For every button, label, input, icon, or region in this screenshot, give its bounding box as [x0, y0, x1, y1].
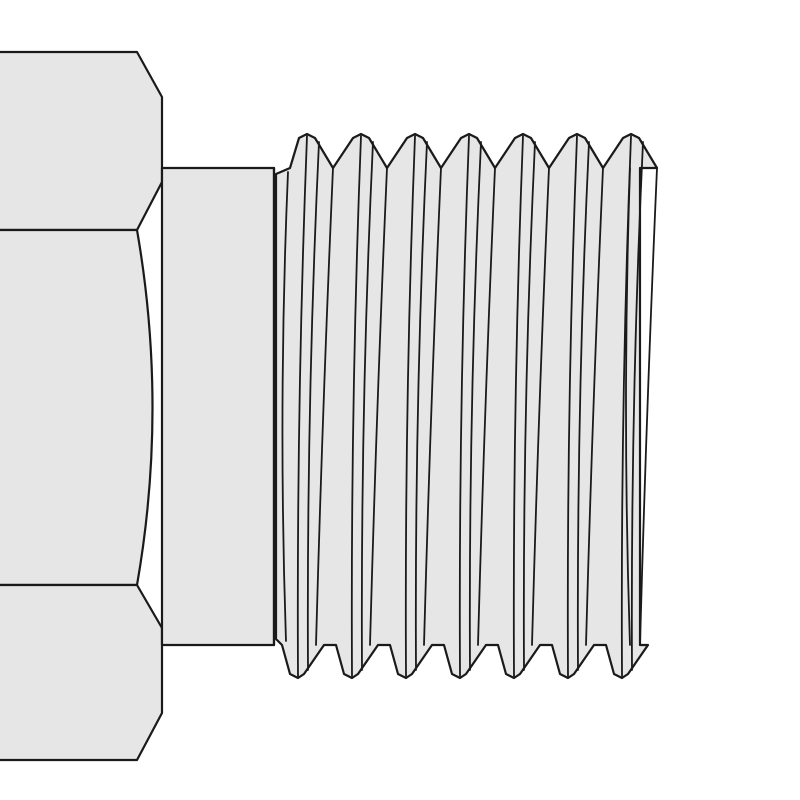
- hex-flat-middle: [0, 228, 154, 587]
- thread-root-line: [477, 167, 496, 646]
- thread-flank-line: [414, 141, 428, 671]
- thread-root-line: [531, 167, 550, 646]
- thread-profile: [274, 132, 659, 680]
- shank: [160, 166, 276, 647]
- thread-flank-line: [630, 141, 644, 671]
- thread: [274, 132, 659, 680]
- thread-flank-line: [360, 141, 374, 671]
- thread-root-line: [585, 167, 604, 646]
- hex-flat-bottom: [0, 583, 164, 762]
- thread-root-line: [369, 167, 388, 646]
- hex-flat-top: [0, 50, 164, 232]
- thread-crest-line: [458, 135, 470, 677]
- thread-lead-line: [281, 171, 289, 642]
- thread-flank-line: [522, 141, 536, 671]
- thread-flank-line: [576, 141, 590, 671]
- thread-crest-line: [404, 135, 416, 677]
- shank-body: [160, 166, 276, 647]
- thread-crest-lines: [281, 135, 658, 677]
- thread-root-line: [639, 167, 658, 646]
- thread-crest-line: [566, 135, 578, 677]
- thread-root-line: [423, 167, 442, 646]
- thread-flank-line: [468, 141, 482, 671]
- thread-flank-line: [306, 141, 320, 671]
- thread-root-line: [315, 167, 334, 646]
- thread-end-line: [625, 167, 631, 646]
- hex-body: [0, 50, 164, 762]
- thread-crest-line: [350, 135, 362, 677]
- thread-crest-line: [296, 135, 308, 677]
- thread-crest-line: [512, 135, 524, 677]
